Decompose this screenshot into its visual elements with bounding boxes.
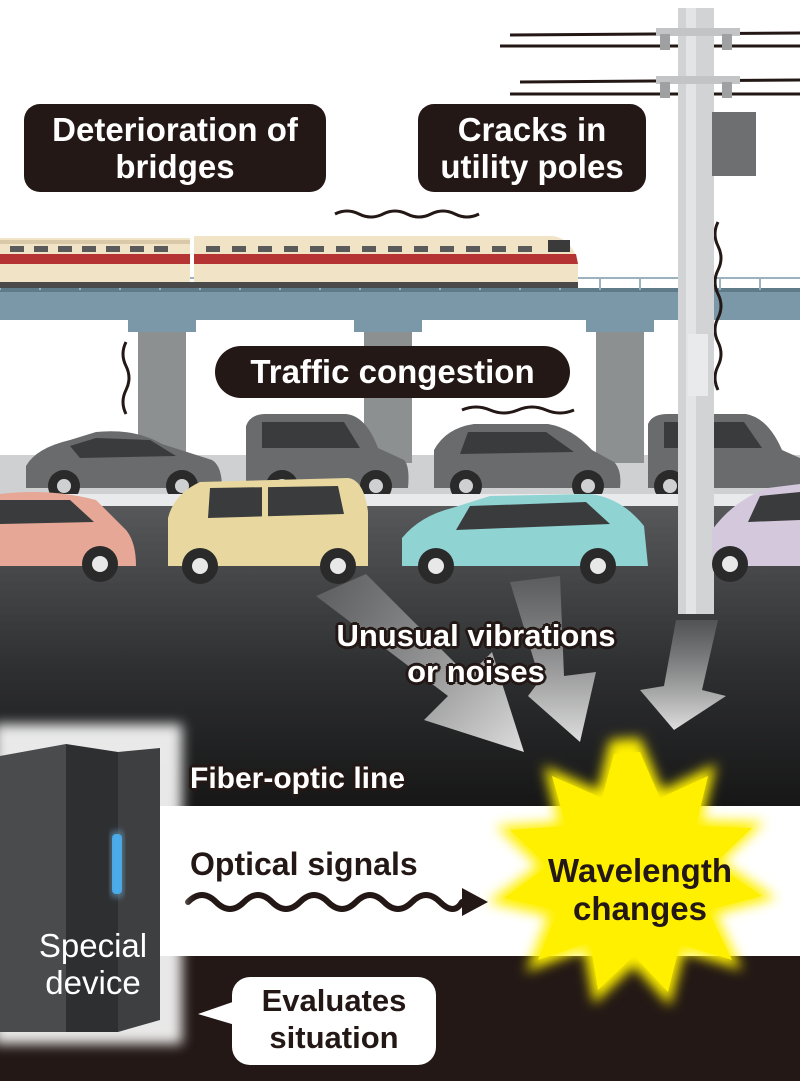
wavy-arrow-icon xyxy=(185,888,488,916)
label-fiber-optic-line: Fiber-optic line xyxy=(190,762,406,795)
car-icon xyxy=(168,478,368,584)
label-line: utility poles xyxy=(440,147,624,185)
label-line: Wavelength xyxy=(548,852,732,889)
label-optical-signals: Optical signals xyxy=(190,846,418,882)
bridge-pillars xyxy=(128,318,654,463)
label-traffic-congestion: Traffic congestion xyxy=(215,346,570,398)
label-line: Unusual vibrations xyxy=(336,618,616,653)
speech-bubble xyxy=(232,977,436,1065)
label-wavelength-changes: Wavelength changes xyxy=(522,852,758,927)
label-line: Evaluates xyxy=(261,983,407,1018)
label-bridge-deterioration: Deterioration of bridges xyxy=(24,104,326,192)
label-line: device xyxy=(45,963,141,1001)
label-special-device: Special device xyxy=(18,927,168,1002)
label-unusual-vibrations: Unusual vibrations or noises xyxy=(300,618,652,690)
label-line: Cracks in xyxy=(457,111,607,148)
label-pole-cracks: Cracks in utility poles xyxy=(418,104,646,192)
car-icon xyxy=(402,494,648,584)
label-evaluates-situation: Evaluates situation xyxy=(232,983,436,1056)
bridge-deck xyxy=(0,277,800,320)
label-line: Special xyxy=(38,927,148,964)
label-line: changes xyxy=(573,889,707,927)
car-icon xyxy=(434,424,621,502)
label-line: bridges xyxy=(115,147,235,185)
car-icon xyxy=(712,484,800,582)
server-device-icon xyxy=(0,724,182,1044)
train-icon xyxy=(0,235,578,288)
label-line: Deterioration of xyxy=(52,111,298,148)
label-line: or noises xyxy=(407,654,545,689)
car-icon xyxy=(246,414,409,502)
car-icon xyxy=(0,492,136,582)
utility-pole-icon xyxy=(656,8,756,614)
vibration-arrows xyxy=(316,574,726,752)
label-line: situation xyxy=(269,1019,399,1055)
starburst-icon xyxy=(488,738,776,1006)
